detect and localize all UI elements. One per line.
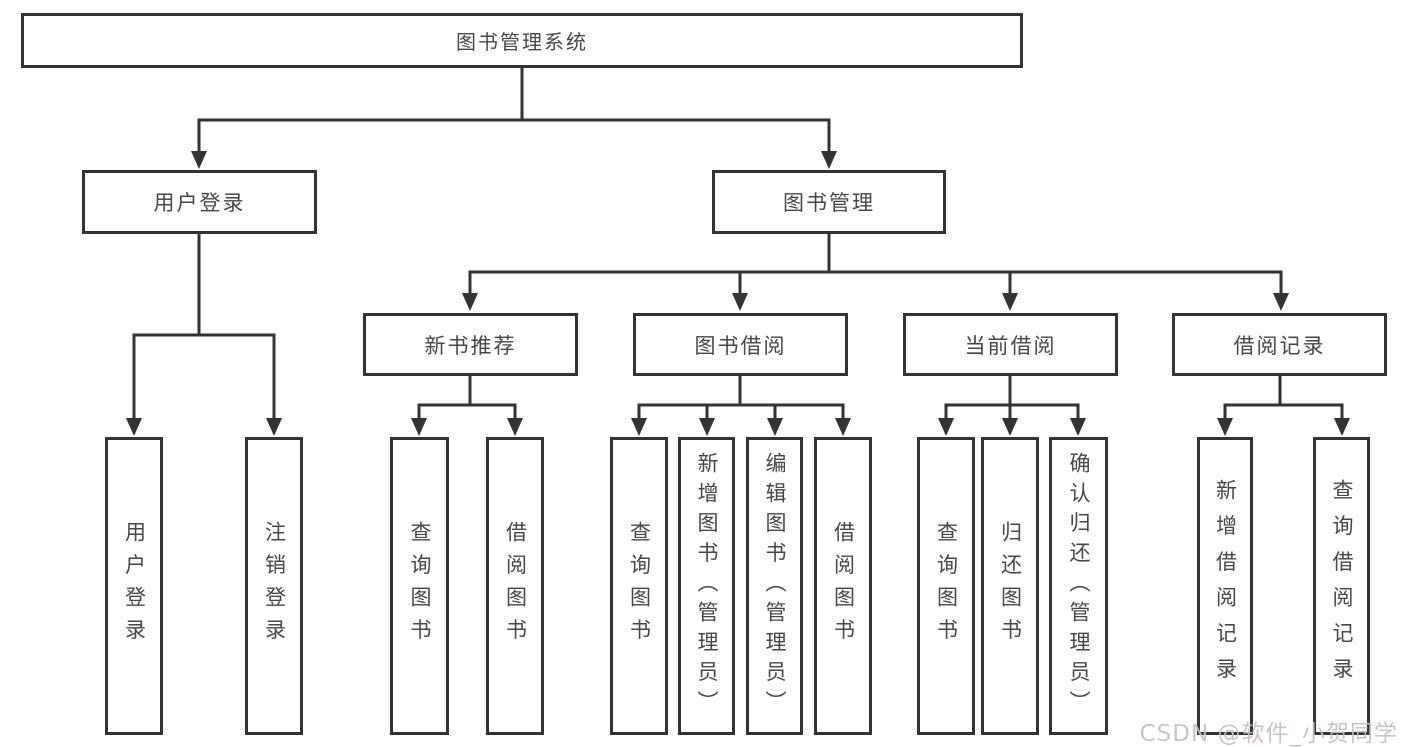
node-label: 图书管理 bbox=[783, 191, 875, 215]
leaf-query-borrow-record: 查询借阅记录 bbox=[1313, 437, 1370, 735]
leaf-label: 查询图书 bbox=[934, 520, 959, 652]
leaf-query-books-recommend: 查询图书 bbox=[390, 437, 449, 735]
arrowheads bbox=[126, 151, 1350, 436]
node-label: 用户登录 bbox=[153, 191, 246, 215]
node-label: 借阅记录 bbox=[1233, 333, 1326, 358]
leaf-label: 借阅图书 bbox=[503, 520, 528, 652]
leaf-label: 查询图书 bbox=[627, 520, 652, 652]
leaf-logout: 注销登录 bbox=[245, 437, 303, 735]
node-user-login: 用户登录 bbox=[82, 170, 317, 234]
node-library-management-system: 图书管理系统 bbox=[21, 13, 1023, 68]
csdn-watermark: CSDN @软件_小贺同学 bbox=[1139, 721, 1398, 747]
leaf-confirm-return-admin: 确认归还（管理员） bbox=[1049, 437, 1108, 735]
leaf-label: 确认归还（管理员） bbox=[1067, 451, 1091, 721]
leaf-user-login: 用户登录 bbox=[105, 437, 163, 735]
leaf-label: 查询借阅记录 bbox=[1330, 478, 1354, 694]
leaf-edit-books-admin: 编辑图书（管理员） bbox=[746, 437, 803, 735]
node-book-borrowing: 图书借阅 bbox=[633, 313, 848, 376]
node-label: 新书推荐 bbox=[424, 333, 517, 358]
leaf-add-books-admin: 新增图书（管理员） bbox=[678, 437, 735, 735]
leaf-label: 归还图书 bbox=[998, 520, 1023, 652]
node-borrowing-records: 借阅记录 bbox=[1172, 313, 1387, 376]
leaf-add-borrow-record: 新增借阅记录 bbox=[1197, 437, 1253, 735]
node-current-borrowing: 当前借阅 bbox=[903, 313, 1118, 376]
leaf-label: 新增图书（管理员） bbox=[695, 451, 719, 721]
node-new-book-recommend: 新书推荐 bbox=[363, 313, 578, 376]
leaf-label: 借阅图书 bbox=[831, 520, 856, 652]
node-label: 图书管理系统 bbox=[456, 30, 588, 54]
leaf-label: 新增借阅记录 bbox=[1213, 478, 1238, 694]
leaf-borrow-books-recommend: 借阅图书 bbox=[486, 437, 544, 735]
leaf-label: 用户登录 bbox=[122, 520, 147, 652]
leaf-label: 编辑图书（管理员） bbox=[763, 451, 787, 721]
leaf-return-books: 归还图书 bbox=[981, 437, 1039, 735]
leaf-borrow-books: 借阅图书 bbox=[814, 437, 872, 735]
node-label: 当前借阅 bbox=[964, 333, 1057, 358]
node-book-management: 图书管理 bbox=[712, 170, 946, 234]
leaf-query-books-current: 查询图书 bbox=[917, 437, 975, 735]
leaf-label: 注销登录 bbox=[262, 520, 287, 652]
leaf-label: 查询图书 bbox=[408, 520, 432, 652]
node-label: 图书借阅 bbox=[694, 333, 787, 358]
leaf-query-books-borrowing: 查询图书 bbox=[610, 437, 668, 735]
